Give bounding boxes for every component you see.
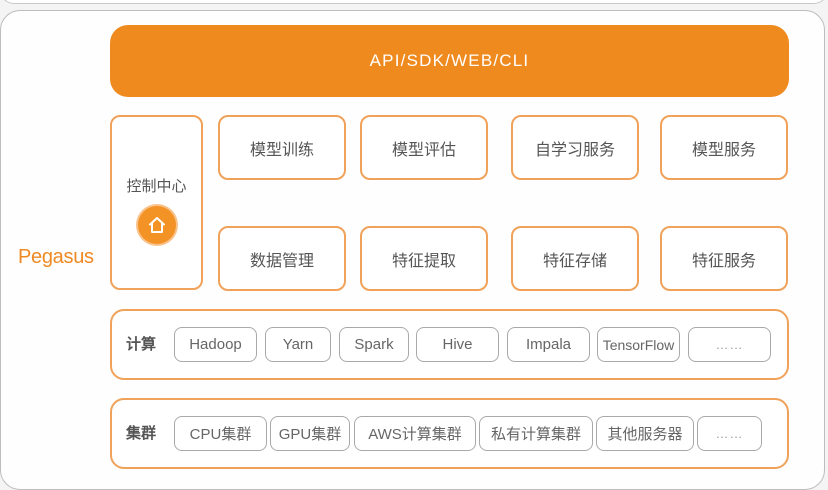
function-label: 特征服务 bbox=[691, 252, 756, 270]
control-center-label: 控制中心 bbox=[126, 178, 187, 195]
compute-chip-yarn[interactable]: Yarn bbox=[265, 327, 331, 362]
product-name-label: Pegasus bbox=[18, 246, 94, 268]
compute-chip-hadoop[interactable]: Hadoop bbox=[174, 327, 257, 362]
top-window-edge bbox=[0, 0, 828, 4]
chip-label: CPU集群 bbox=[189, 426, 252, 443]
function-label: 模型服务 bbox=[691, 141, 756, 159]
chip-label: 其他服务器 bbox=[607, 426, 683, 443]
compute-chip-spark[interactable]: Spark bbox=[339, 327, 409, 362]
chip-label: GPU集群 bbox=[278, 426, 342, 443]
home-icon[interactable] bbox=[138, 206, 176, 244]
chip-label: …… bbox=[715, 426, 744, 441]
function-label: 特征提取 bbox=[391, 252, 456, 270]
function-feature-storage[interactable]: 特征存储 bbox=[511, 226, 639, 291]
compute-chip-hive[interactable]: Hive bbox=[416, 327, 499, 362]
function-feature-service[interactable]: 特征服务 bbox=[660, 226, 788, 291]
function-data-management[interactable]: 数据管理 bbox=[218, 226, 346, 291]
cluster-chip-aws[interactable]: AWS计算集群 bbox=[354, 416, 476, 451]
function-model-evaluation[interactable]: 模型评估 bbox=[360, 115, 488, 180]
control-center-box[interactable]: 控制中心 bbox=[110, 115, 203, 290]
cluster-chip-cpu[interactable]: CPU集群 bbox=[174, 416, 267, 451]
function-label: 模型评估 bbox=[391, 141, 456, 159]
cluster-layer: 集群 CPU集群 GPU集群 AWS计算集群 私有计算集群 其他服务器 …… bbox=[110, 398, 789, 469]
cluster-chip-other-servers[interactable]: 其他服务器 bbox=[596, 416, 694, 451]
access-layer-banner: API/SDK/WEB/CLI bbox=[110, 25, 789, 97]
function-label: 自学习服务 bbox=[534, 141, 615, 159]
cluster-chip-gpu[interactable]: GPU集群 bbox=[270, 416, 350, 451]
access-layer-label: API/SDK/WEB/CLI bbox=[369, 51, 530, 70]
compute-chip-impala[interactable]: Impala bbox=[507, 327, 590, 362]
chip-label: 私有计算集群 bbox=[490, 426, 581, 443]
function-label: 模型训练 bbox=[249, 141, 314, 159]
chip-label: AWS计算集群 bbox=[368, 426, 462, 443]
cluster-chip-private[interactable]: 私有计算集群 bbox=[479, 416, 593, 451]
function-feature-extraction[interactable]: 特征提取 bbox=[360, 226, 488, 291]
function-label: 特征存储 bbox=[542, 252, 607, 270]
chip-label: Yarn bbox=[282, 336, 314, 353]
function-label: 数据管理 bbox=[249, 252, 314, 270]
cluster-layer-label: 集群 bbox=[126, 425, 157, 442]
function-model-service[interactable]: 模型服务 bbox=[660, 115, 788, 180]
chip-label: TensorFlow bbox=[602, 336, 675, 353]
chip-label: Impala bbox=[525, 336, 572, 353]
compute-layer-label: 计算 bbox=[126, 336, 157, 353]
cluster-chip-more[interactable]: …… bbox=[697, 416, 762, 451]
function-model-training[interactable]: 模型训练 bbox=[218, 115, 346, 180]
compute-chip-more[interactable]: …… bbox=[688, 327, 771, 362]
chip-label: Spark bbox=[354, 336, 394, 353]
compute-chip-tensorflow[interactable]: TensorFlow bbox=[597, 327, 680, 362]
compute-layer: 计算 Hadoop Yarn Spark Hive Impala TensorF… bbox=[110, 309, 789, 380]
chip-label: Hadoop bbox=[189, 336, 242, 353]
function-self-learning-service[interactable]: 自学习服务 bbox=[511, 115, 639, 180]
chip-label: …… bbox=[715, 337, 744, 352]
chip-label: Hive bbox=[442, 336, 473, 353]
